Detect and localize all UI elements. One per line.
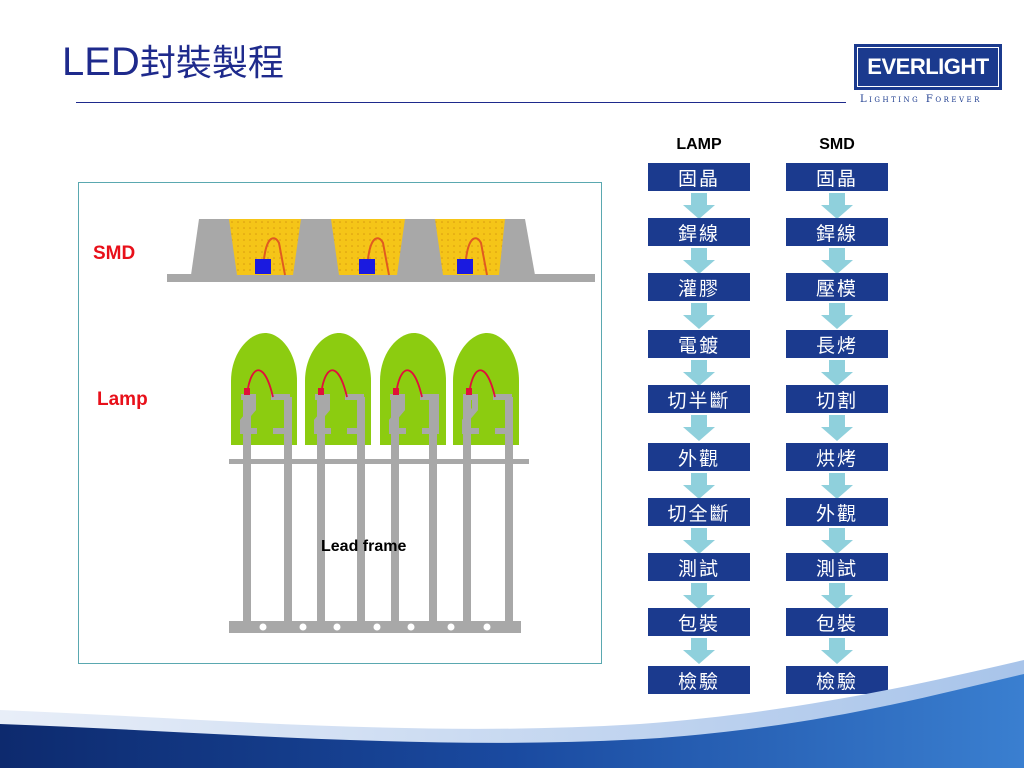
lead-frame-sprocket-hole [299, 623, 307, 631]
lead-frame-sprocket-hole [333, 623, 341, 631]
down-arrow-icon [683, 303, 715, 329]
smd-step-box: 切割 [786, 385, 888, 413]
lamp-step-box: 包裝 [648, 608, 750, 636]
down-arrow-icon [683, 528, 715, 554]
smd-substrate [167, 274, 595, 282]
down-arrow-icon [821, 303, 853, 329]
smd-step-box: 檢驗 [786, 666, 888, 694]
lamp-led-chip [244, 388, 250, 395]
package-illustration [167, 219, 595, 633]
smd-reflector-wall [293, 219, 339, 275]
lead-frame-leg [317, 397, 325, 621]
lead-frame [229, 397, 529, 633]
down-arrow-icon [821, 360, 853, 386]
lead-frame-leg [505, 397, 513, 621]
smd-step-box: 壓模 [786, 273, 888, 301]
smd-reflector-wall [499, 219, 535, 275]
smd-step-box: 銲線 [786, 218, 888, 246]
down-arrow-icon [683, 473, 715, 499]
lamp-step-box: 外觀 [648, 443, 750, 471]
lamp-bond-wire [321, 369, 348, 398]
lamp-bond-wire [247, 369, 274, 398]
lead-frame-sprocket-hole [259, 623, 267, 631]
lead-frame-leg [243, 397, 251, 621]
lead-frame-leg [357, 397, 365, 621]
lamp-step-box: 銲線 [648, 218, 750, 246]
lamp-led-chip [393, 388, 399, 395]
smd-step-box: 烘烤 [786, 443, 888, 471]
lead-frame-label: Lead frame [321, 538, 407, 555]
down-arrow-icon [821, 193, 853, 219]
smd-step-box: 測試 [786, 553, 888, 581]
lead-frame-sprocket-hole [373, 623, 381, 631]
down-arrow-icon [683, 415, 715, 441]
lead-frame-leg [463, 397, 471, 621]
lamp-step-box: 固晶 [648, 163, 750, 191]
lamp-led-chip [466, 388, 472, 395]
smd-package-strip [167, 219, 595, 282]
package-diagram: SMD Lamp Lead frame [78, 182, 602, 664]
lead-frame-leg [284, 397, 292, 621]
smd-reflector-wall [397, 219, 443, 275]
lamp-step-box: 測試 [648, 553, 750, 581]
footer-swoosh [0, 660, 1024, 768]
down-arrow-icon [821, 248, 853, 274]
lamp-step-box: 切全斷 [648, 498, 750, 526]
lamp-bond-wire [469, 369, 496, 398]
lamp-bond-wire [396, 369, 423, 398]
smd-column-header: SMD [819, 136, 855, 153]
lamp-package-row [231, 333, 519, 445]
lamp-step-box: 電鍍 [648, 330, 750, 358]
page-title: LED封裝製程 [62, 38, 284, 88]
lead-frame-sprocket-hole [447, 623, 455, 631]
smd-step-box: 固晶 [786, 163, 888, 191]
lamp-label: Lamp [97, 389, 148, 410]
smd-reflector-wall [191, 219, 237, 275]
lamp-column-header: LAMP [676, 136, 722, 153]
smd-led-chip [457, 259, 473, 274]
lead-frame-sprocket-hole [407, 623, 415, 631]
lead-frame-leg [429, 397, 437, 621]
logo-brand-text: EVERLIGHT [857, 47, 999, 87]
smd-step-box: 長烤 [786, 330, 888, 358]
down-arrow-icon [683, 248, 715, 274]
lamp-step-box: 切半斷 [648, 385, 750, 413]
title-cjk: 封裝製程 [139, 43, 284, 84]
lamp-led-chip [318, 388, 324, 395]
smd-bond-wire [367, 237, 390, 276]
title-latin: LED [62, 40, 140, 84]
down-arrow-icon [821, 528, 853, 554]
lead-frame-sprocket-hole [483, 623, 491, 631]
smd-bond-wire [263, 237, 286, 276]
lead-frame-leg [391, 397, 399, 621]
down-arrow-icon [821, 415, 853, 441]
lamp-step-box: 灌膠 [648, 273, 750, 301]
lead-frame-tie-bar [229, 459, 529, 464]
smd-led-chip [255, 259, 271, 274]
down-arrow-icon [683, 638, 715, 664]
lamp-step-box: 檢驗 [648, 666, 750, 694]
smd-label: SMD [93, 243, 136, 264]
everlight-logo: EVERLIGHT [854, 44, 1002, 90]
title-underline [76, 102, 846, 103]
down-arrow-icon [683, 193, 715, 219]
smd-bond-wire [465, 237, 488, 276]
logo-tagline: Lighting Forever [860, 94, 982, 105]
down-arrow-icon [821, 638, 853, 664]
smd-step-box: 包裝 [786, 608, 888, 636]
smd-led-chip [359, 259, 375, 274]
down-arrow-icon [821, 583, 853, 609]
down-arrow-icon [683, 360, 715, 386]
smd-step-box: 外觀 [786, 498, 888, 526]
down-arrow-icon [821, 473, 853, 499]
down-arrow-icon [683, 583, 715, 609]
